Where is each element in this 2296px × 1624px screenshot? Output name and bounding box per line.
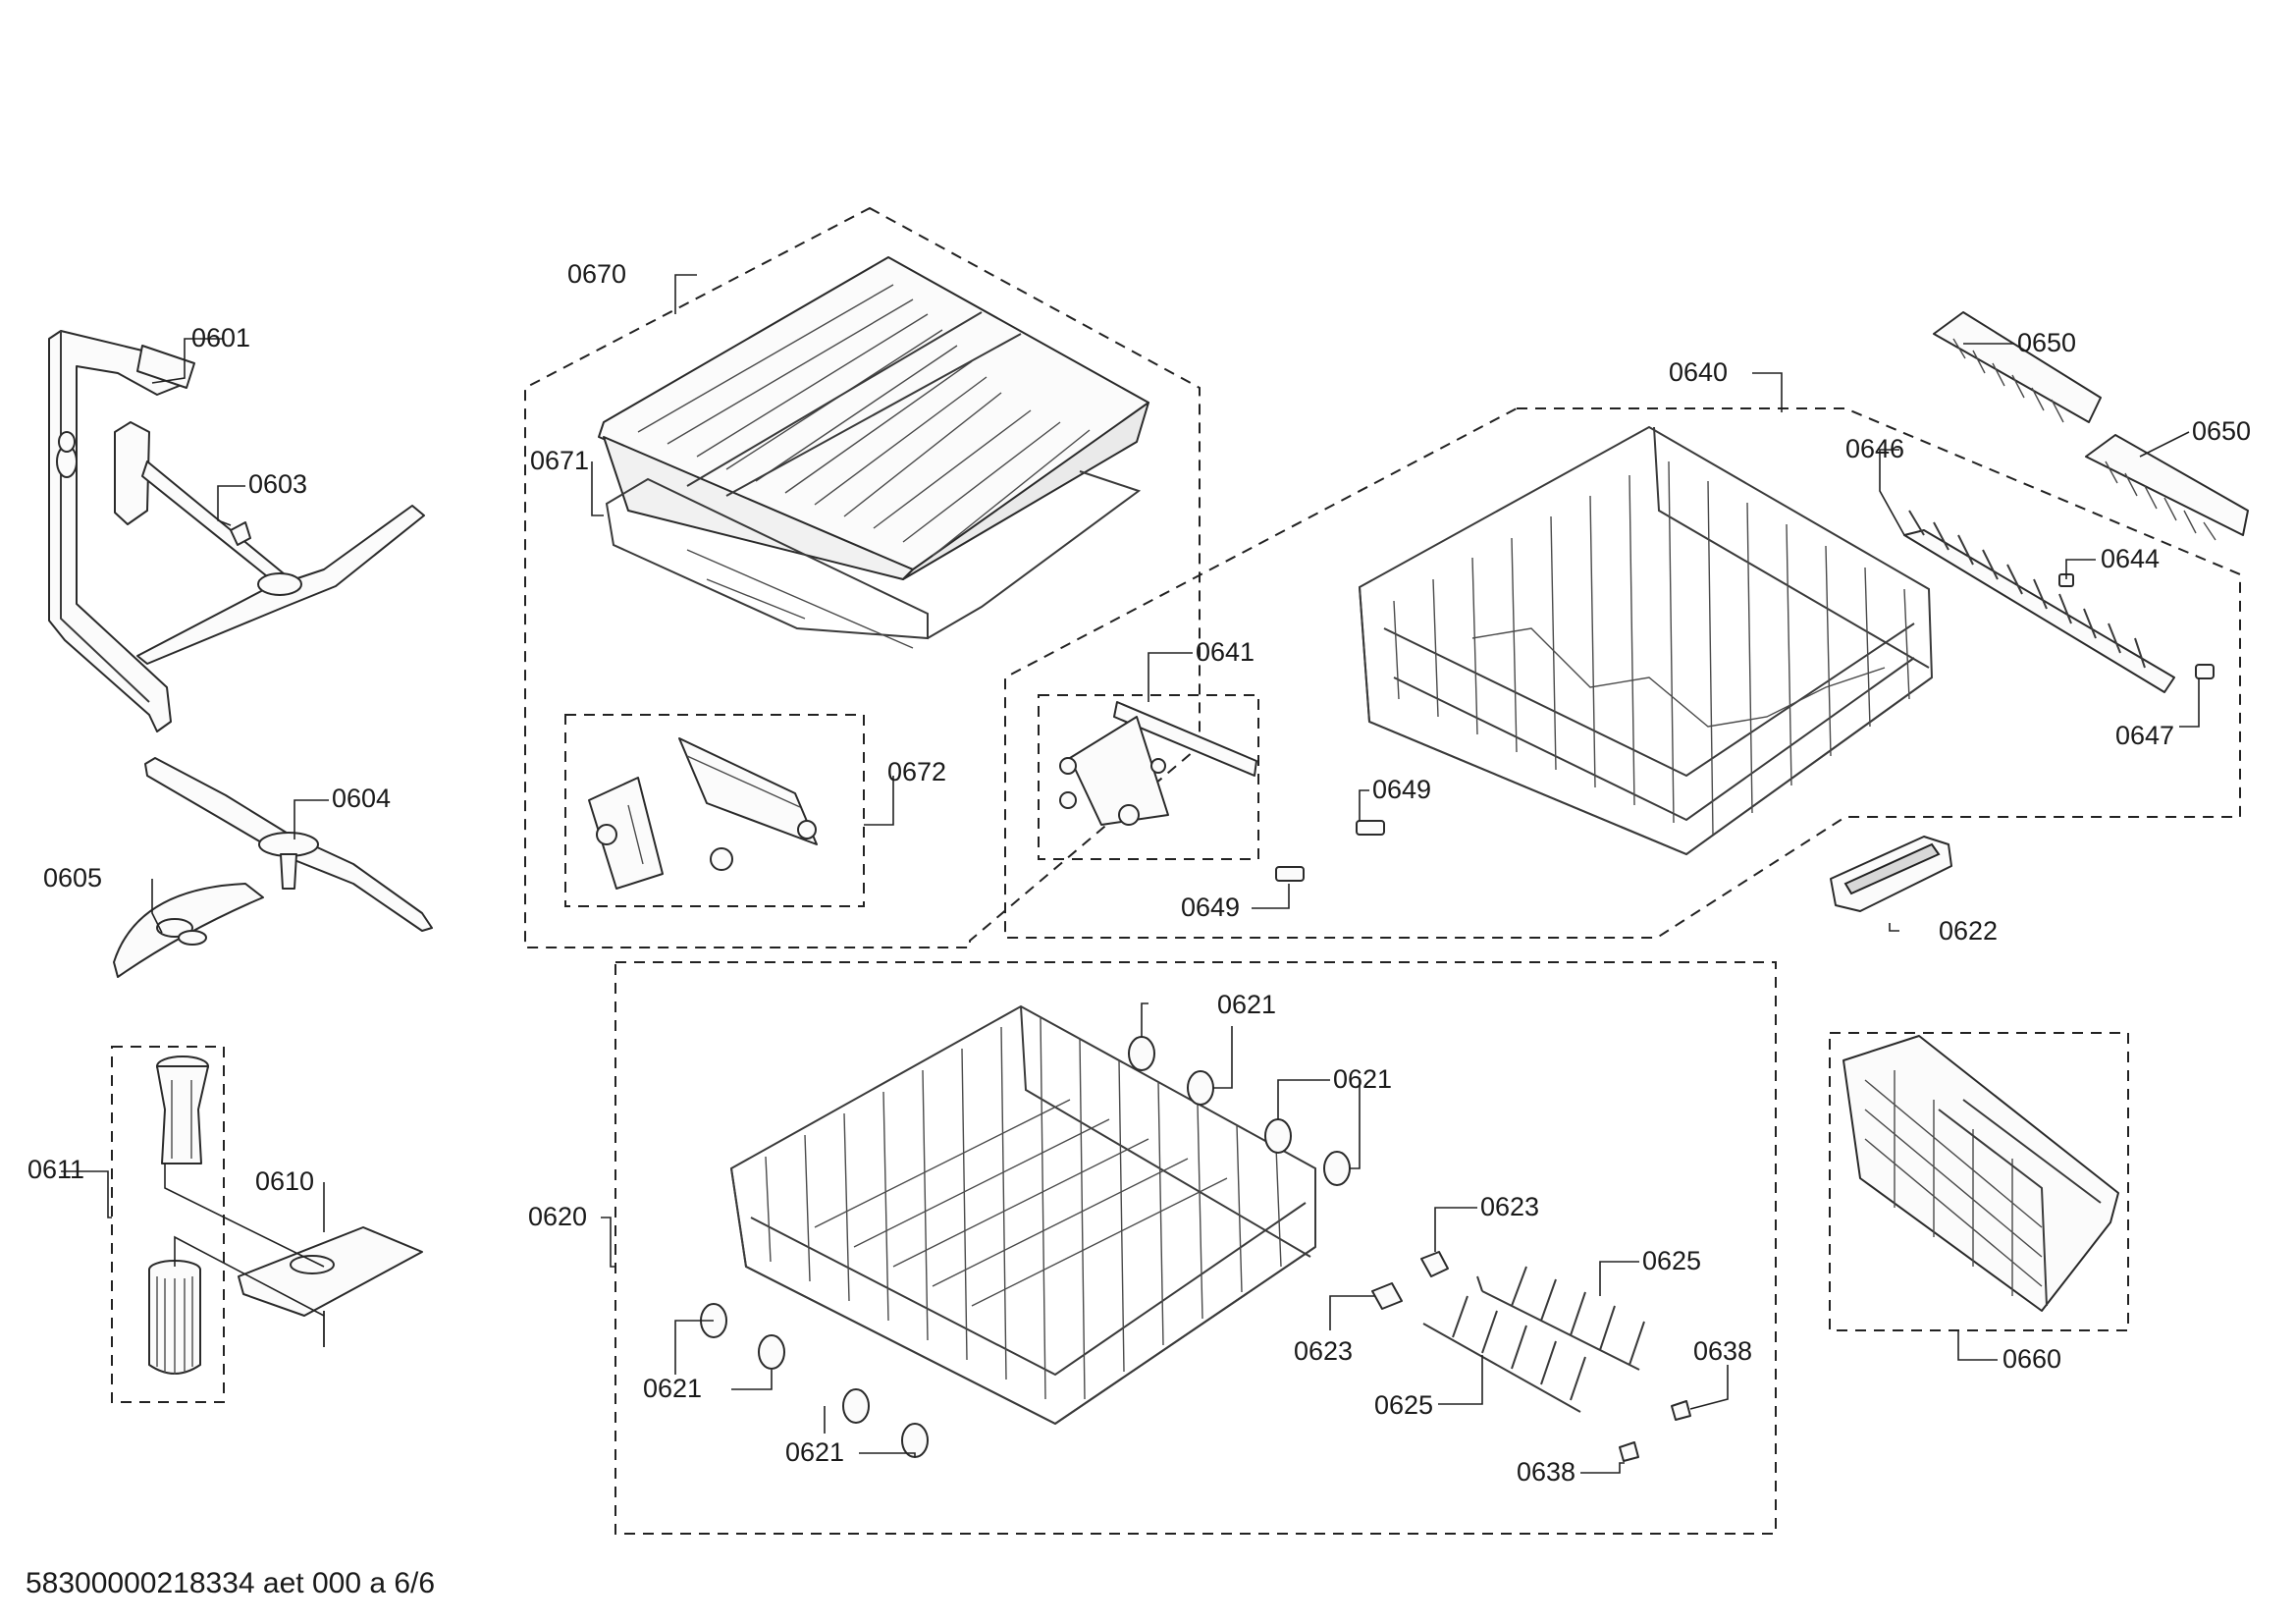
label-0649-b: 0649 <box>1181 893 1240 922</box>
group-box-0641 <box>1038 694 1259 860</box>
label-0649-a: 0649 <box>1372 775 1431 804</box>
label-0605: 0605 <box>43 863 102 893</box>
label-0621-a: 0621 <box>1217 990 1276 1019</box>
stop-0649-a <box>1356 820 1385 836</box>
label-0650-b: 0650 <box>2192 416 2251 446</box>
label-0670: 0670 <box>567 259 626 289</box>
group-box-0660 <box>1829 1032 2129 1331</box>
label-0623-b: 0623 <box>1294 1336 1353 1366</box>
lower-spray-arm-0604 <box>144 757 433 932</box>
tine-row-0646 <box>1903 510 2175 693</box>
clips-0623 <box>1371 1251 1449 1310</box>
leader-lines <box>61 274 2200 1474</box>
comb-insert-0650-b <box>2085 434 2249 541</box>
filter-cover-0605 <box>113 883 264 978</box>
label-0625-a: 0625 <box>1642 1246 1701 1275</box>
stop-0649-b <box>1275 866 1305 882</box>
group-box-0611 <box>111 1046 225 1403</box>
part-labels: 0601 0603 0604 0605 0610 0611 0620 0621 … <box>27 259 2251 1487</box>
third-rack-tray-0670 <box>598 256 1149 580</box>
supply-pipe-0601 <box>48 330 195 732</box>
upper-spray-arm-0603 <box>114 421 425 665</box>
label-0638-b: 0638 <box>1517 1457 1575 1487</box>
label-0640: 0640 <box>1669 357 1728 387</box>
group-box-0640 <box>1004 407 2241 939</box>
label-0622: 0622 <box>1939 916 1998 946</box>
cutlery-basket-0660 <box>1842 1035 2119 1312</box>
lower-basket-0620 <box>729 1004 1316 1426</box>
bracket-0672 <box>588 737 818 890</box>
label-0638-a: 0638 <box>1693 1336 1752 1366</box>
label-0646: 0646 <box>1845 434 1904 463</box>
clip-0647 <box>2195 664 2215 679</box>
wheels-0621 <box>700 1036 1351 1458</box>
document-footer: 58300000218334 aet 000 a 6/6 <box>26 1567 435 1599</box>
label-0641: 0641 <box>1196 637 1255 667</box>
comb-insert-0650-a <box>1933 311 2102 423</box>
tine-rows-0625 <box>1422 1266 1645 1413</box>
fine-filter-0611 <box>148 1056 209 1375</box>
label-0621-c: 0621 <box>643 1374 702 1403</box>
label-0671: 0671 <box>530 446 589 475</box>
label-0611: 0611 <box>27 1155 84 1184</box>
rail-frame-0671 <box>605 470 1142 649</box>
label-0604: 0604 <box>332 784 391 813</box>
label-0601: 0601 <box>191 323 250 352</box>
label-0621-d: 0621 <box>785 1437 844 1467</box>
label-0623-a: 0623 <box>1480 1192 1539 1221</box>
label-0672: 0672 <box>887 757 946 786</box>
handle-0622 <box>1830 836 1952 912</box>
label-0650-a: 0650 <box>2017 328 2076 357</box>
group-box-0672 <box>564 714 865 907</box>
group-box-0670 <box>524 206 1201 948</box>
rail-bracket-0641 <box>1059 701 1257 826</box>
group-box-0620 <box>614 961 1777 1535</box>
label-0647: 0647 <box>2115 721 2174 750</box>
label-0603: 0603 <box>248 469 307 499</box>
label-0620: 0620 <box>528 1202 587 1231</box>
clip-0638-a <box>1671 1400 1691 1421</box>
label-0644: 0644 <box>2101 544 2160 573</box>
label-0621-b: 0621 <box>1333 1064 1392 1094</box>
label-0660: 0660 <box>2002 1344 2061 1374</box>
label-0625-b: 0625 <box>1374 1390 1433 1420</box>
clip-0638-b <box>1619 1441 1639 1462</box>
flat-filter-0610 <box>238 1226 423 1347</box>
upper-basket-0640 <box>1358 425 1934 856</box>
label-0610: 0610 <box>255 1166 314 1196</box>
